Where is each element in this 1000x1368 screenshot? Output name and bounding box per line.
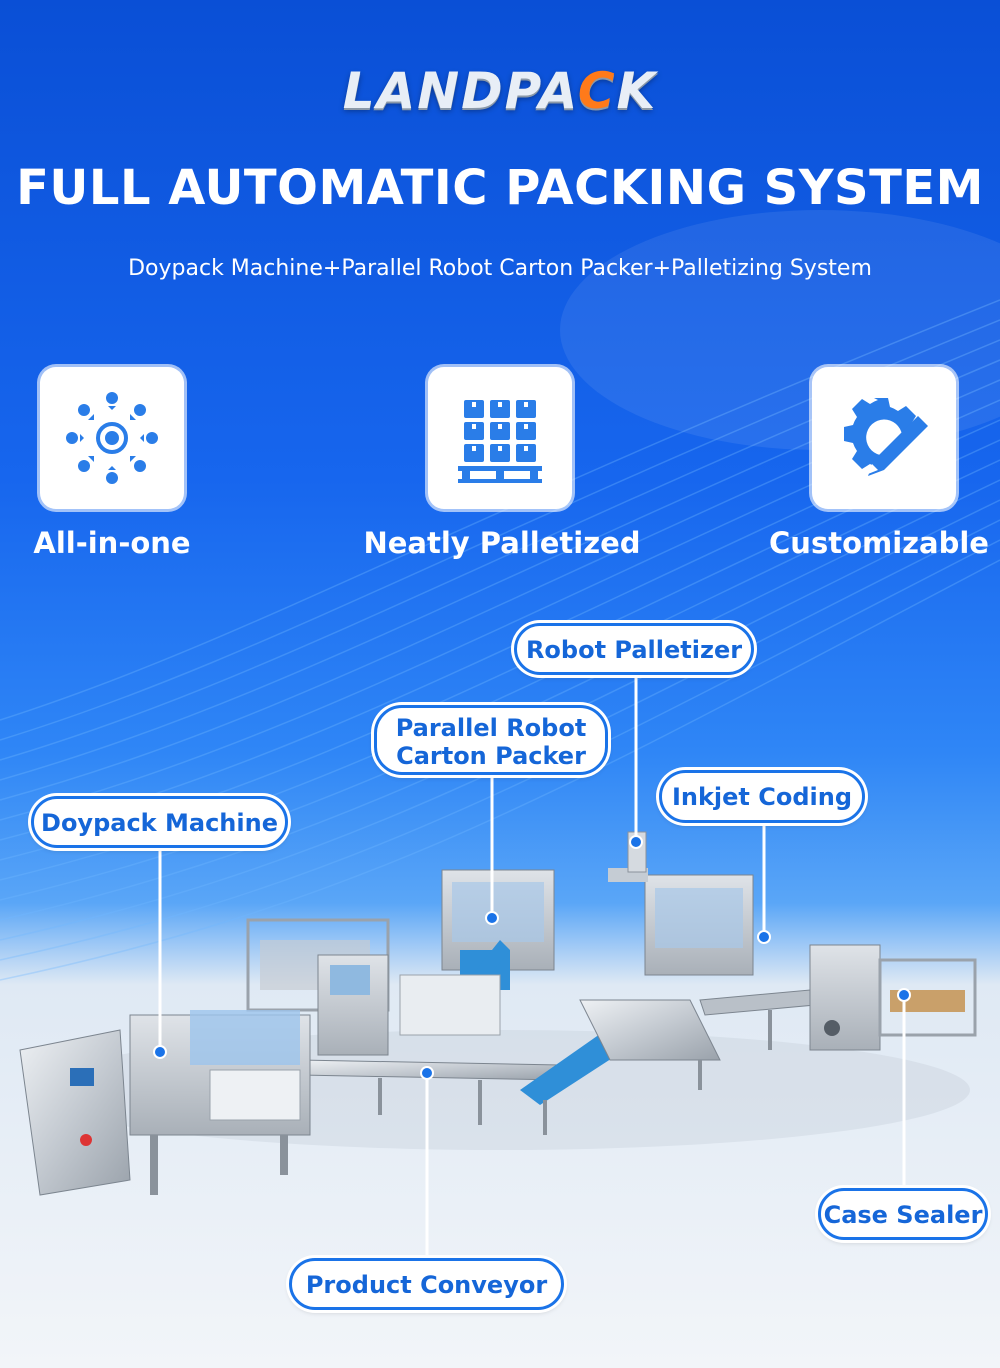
callout-parallel-robot-carton-packer: Parallel Robot Carton Packer (374, 705, 608, 775)
page-subtitle: Doypack Machine+Parallel Robot Carton Pa… (128, 256, 872, 281)
callout-parallel-robot-line2: Carton Packer (396, 742, 586, 770)
logo-text-prefix: LANDPA (342, 62, 578, 120)
feature-card-all-in-one (40, 367, 184, 509)
callout-doypack-machine: Doypack Machine (31, 796, 288, 848)
pallet-boxes-icon (458, 400, 542, 483)
landpack-logo: LANDPACK (0, 62, 1000, 120)
logo-text-accent: C (577, 62, 617, 120)
gear-pencil-icon (844, 398, 928, 476)
page-title: FULL AUTOMATIC PACKING SYSTEM (16, 160, 984, 216)
feature-card-neatly-palletized (428, 367, 572, 509)
callout-case-sealer: Case Sealer (818, 1188, 988, 1240)
feature-card-customizable (812, 367, 956, 509)
logo-text-suffix: K (616, 62, 658, 120)
feature-label-customizable: Customizable (769, 526, 989, 560)
all-in-one-network-icon (66, 392, 158, 484)
callout-inkjet-coding: Inkjet Coding (659, 770, 865, 823)
callout-robot-palletizer: Robot Palletizer (514, 623, 754, 675)
feature-label-all-in-one: All-in-one (33, 526, 191, 560)
callout-product-conveyor: Product Conveyor (289, 1258, 564, 1310)
feature-label-neatly-palletized: Neatly Palletized (363, 526, 641, 560)
callout-parallel-robot-line1: Parallel Robot (395, 714, 587, 742)
